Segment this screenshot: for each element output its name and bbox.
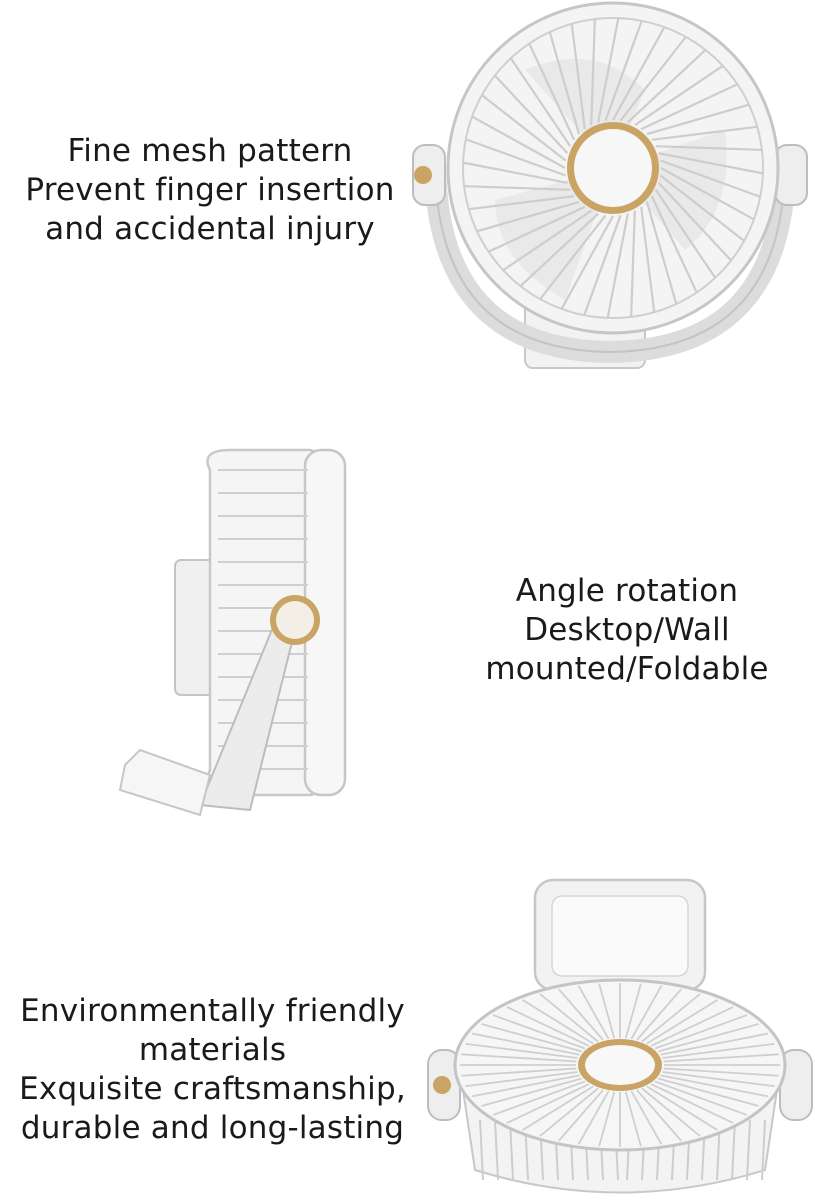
caption-line: Exquisite craftsmanship, <box>19 1071 406 1107</box>
caption-line: Desktop/Wall <box>524 612 730 648</box>
caption-line: Fine mesh pattern <box>67 133 353 169</box>
caption-fine-mesh: Fine mesh pattern Prevent finger inserti… <box>0 132 420 249</box>
feature-fine-mesh: Fine mesh pattern Prevent finger inserti… <box>0 0 815 400</box>
fan-front-view-image <box>395 0 815 384</box>
caption-angle-rotation: Angle rotation Desktop/Wall mounted/Fold… <box>462 572 792 689</box>
caption-line: and accidental injury <box>45 211 375 247</box>
fan-top-angle-view-image <box>420 870 815 1204</box>
caption-line: mounted/Foldable <box>485 651 769 687</box>
caption-line: durable and long-lasting <box>20 1110 405 1146</box>
feature-materials: Environmentally friendly materials Exqui… <box>0 840 815 1200</box>
caption-line: Prevent finger insertion <box>25 172 395 208</box>
caption-materials: Environmentally friendly materials Exqui… <box>0 992 425 1148</box>
fan-side-view-image <box>100 420 360 824</box>
feature-angle-rotation: Angle rotation Desktop/Wall mounted/Fold… <box>0 400 815 840</box>
caption-line: Environmentally friendly <box>20 993 405 1029</box>
caption-line: Angle rotation <box>515 573 739 609</box>
caption-line: materials <box>138 1032 287 1068</box>
